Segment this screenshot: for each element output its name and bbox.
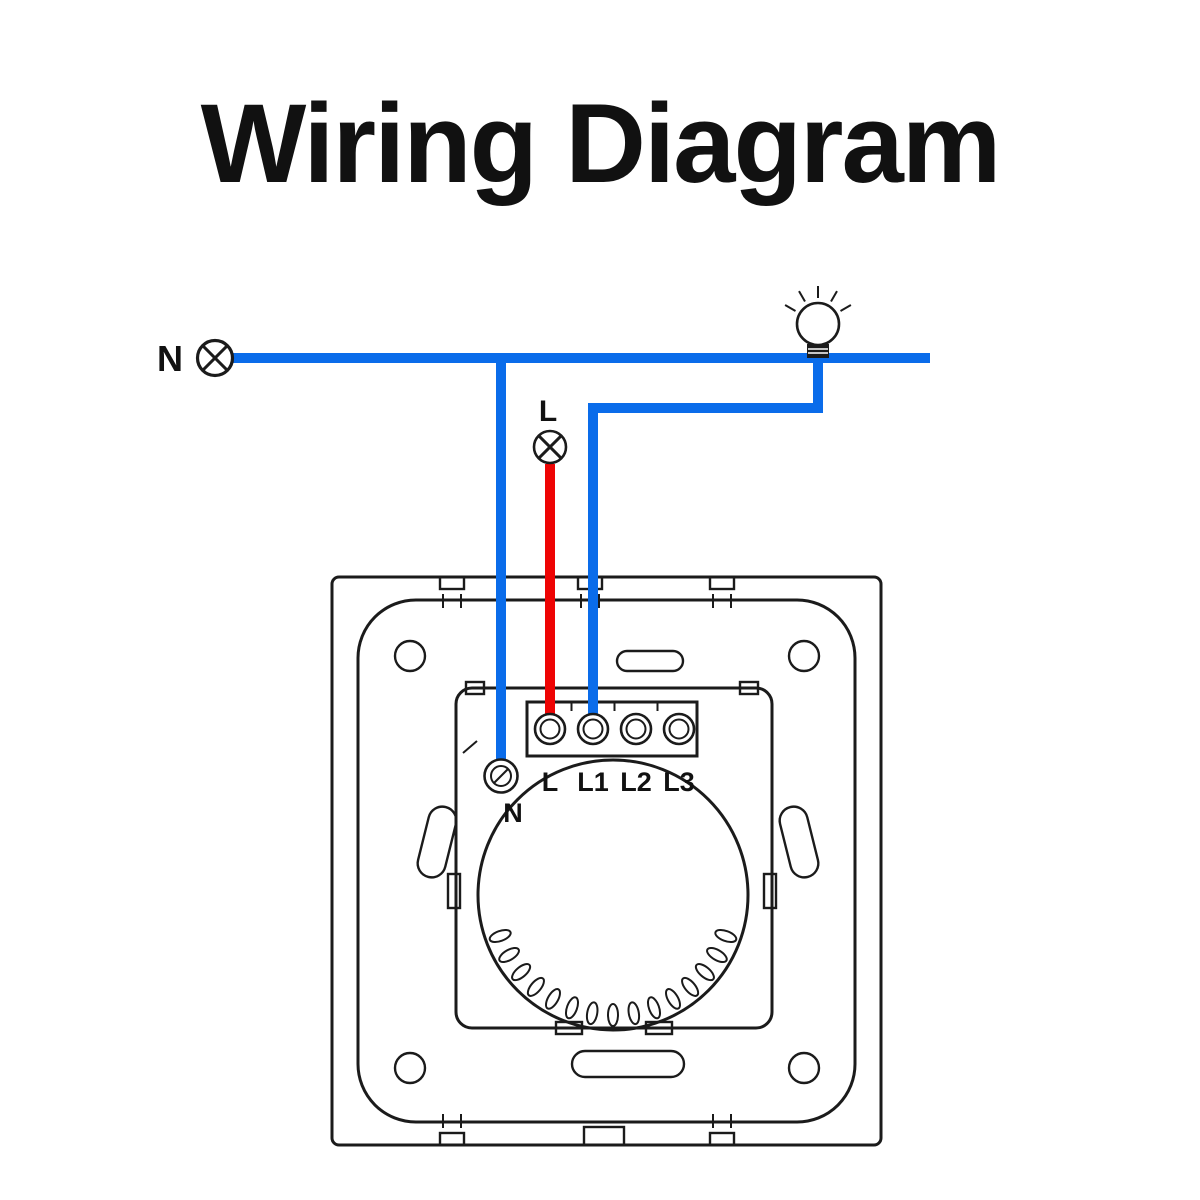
- mounting-plate: [454, 686, 774, 1030]
- terminal-screw-l3: [662, 712, 696, 746]
- outer-frame: [330, 575, 883, 1147]
- switch-back-panel: [330, 575, 883, 1147]
- live-supply-label: L: [539, 395, 557, 428]
- module-vent-notches: [488, 928, 738, 1027]
- mounting-slots: [416, 649, 820, 1079]
- terminal-screw-l1: [576, 712, 610, 746]
- terminal-block: [525, 700, 699, 758]
- terminal-label-l1: L1: [577, 767, 609, 797]
- terminal-screw-l2: [619, 712, 653, 746]
- light-bulb-icon: [784, 286, 852, 358]
- live-supply-symbol: L: [532, 395, 568, 465]
- terminal-label-l2: L2: [620, 767, 652, 797]
- terminal-label-l3: L3: [663, 767, 695, 797]
- module-body-circle: [476, 758, 750, 1032]
- terminal-block-dividers: [570, 702, 659, 711]
- terminal-label-l: L: [542, 767, 559, 797]
- neutral-terminal-label: N: [503, 798, 523, 828]
- mounting-holes: [393, 639, 821, 1085]
- terminal-labels: L L1 L2 L3 N: [503, 767, 695, 828]
- neutral-supply-label: N: [157, 338, 183, 379]
- lamp-return-wire: [588, 360, 823, 729]
- inner-frame: [356, 598, 857, 1124]
- terminal-screws: [483, 712, 696, 794]
- neutral-supply-symbol: N: [157, 338, 235, 379]
- page-title: Wiring Diagram: [201, 81, 1000, 206]
- terminal-screw-l: [533, 712, 567, 746]
- frame-notches: [438, 575, 736, 1147]
- plate-clips: [446, 680, 778, 1036]
- inner-frame-ticks: [442, 594, 732, 1128]
